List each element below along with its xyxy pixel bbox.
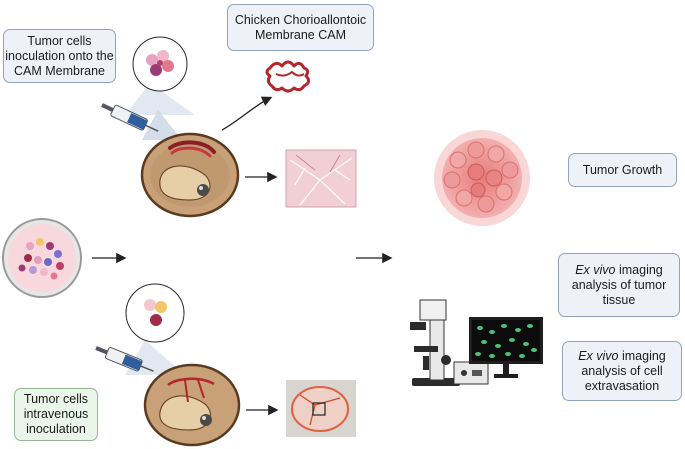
label-intravenous-line2: intravenous xyxy=(23,407,89,421)
ex-vivo-italic: Ex vivo xyxy=(575,262,616,277)
label-ex-vivo-tumor-line2: analysis of tumor xyxy=(571,277,667,292)
bottom-syringe-icon xyxy=(95,346,154,372)
label-ex-vivo-tumor-line1: Ex vivo imaging xyxy=(575,263,663,278)
top-egg-icon xyxy=(140,132,240,218)
label-inoculation-cam: Tumor cells inoculation onto the CAM Mem… xyxy=(3,29,116,83)
tumor-spheroid-icon xyxy=(434,130,530,226)
label-ex-vivo-cell-line1: Ex vivo imaging xyxy=(578,349,666,364)
label-chicken-cam: Chicken Chorioallontoic Membrane CAM xyxy=(227,4,374,51)
label-inoculation-cam-line1: Tumor cells xyxy=(27,33,92,48)
label-ex-vivo-cell: Ex vivo imaging analysis of cell extrava… xyxy=(562,341,682,401)
label-inoculation-cam-line3: CAM Membrane xyxy=(14,63,105,78)
syringe-icon xyxy=(101,103,159,132)
bottom-cells-circle xyxy=(125,283,185,375)
cam-vessel-icon xyxy=(265,60,311,93)
arrow-to-cam xyxy=(221,96,273,131)
label-intravenous-line1: Tumor cells xyxy=(23,392,89,406)
monitor-icon xyxy=(469,317,543,378)
label-ex-vivo-tumor: Ex vivo imaging analysis of tumor tissue xyxy=(558,253,680,317)
petri-dish-icon xyxy=(2,218,82,298)
label-tumor-growth-text: Tumor Growth xyxy=(582,162,663,177)
label-intravenous: Tumor cells intravenous inoculation xyxy=(14,388,98,441)
label-ex-vivo-tumor-line3: tissue xyxy=(602,292,636,307)
ex-vivo-rest: imaging xyxy=(615,262,663,277)
bottom-egg-icon xyxy=(143,363,241,447)
label-chicken-cam-line2: Membrane CAM xyxy=(255,27,346,42)
controller-box-icon xyxy=(453,361,489,385)
top-cells-circle xyxy=(125,36,195,140)
cam-photo xyxy=(285,149,357,208)
label-ex-vivo-cell-line2: analysis of cell xyxy=(581,363,663,378)
extravasation-photo xyxy=(286,380,356,437)
ex-vivo-cell-italic: Ex vivo xyxy=(578,348,619,363)
label-intravenous-line3: inoculation xyxy=(26,422,86,436)
ex-vivo-cell-rest: imaging xyxy=(618,348,666,363)
microscope-icon xyxy=(410,299,460,386)
label-chicken-cam-line1: Chicken Chorioallontoic xyxy=(234,12,367,27)
label-ex-vivo-cell-line3: extravasation xyxy=(584,378,660,393)
label-tumor-growth: Tumor Growth xyxy=(568,153,677,187)
label-inoculation-cam-line2: inoculation onto the xyxy=(5,48,114,63)
